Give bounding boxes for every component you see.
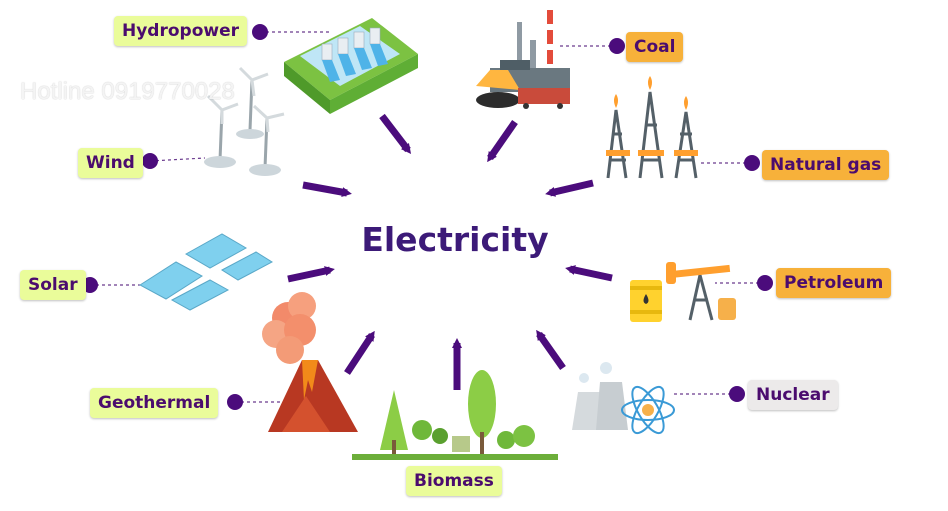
coal-dot — [609, 38, 625, 54]
label-solar: Solar — [20, 270, 86, 300]
solar-dot — [82, 277, 98, 293]
center-title: Electricity — [361, 220, 549, 259]
wind-turbine-icon — [204, 66, 285, 176]
label-wind: Wind — [78, 148, 143, 178]
geothermal-dot — [227, 394, 243, 410]
arrows — [287, 113, 613, 390]
solar-panel-icon — [139, 233, 274, 311]
volcano-icon — [262, 292, 358, 432]
arrow-nuclear — [536, 329, 566, 371]
arrow-coal — [487, 120, 518, 163]
wind-dot — [142, 153, 158, 169]
petroleum-dot — [757, 275, 773, 291]
label-natural-gas: Natural gas — [762, 150, 890, 180]
arrow-hydropower — [379, 113, 412, 154]
dam-icon — [284, 18, 418, 114]
gas-rig-icon — [606, 76, 698, 179]
label-petroleum: Petroleum — [776, 268, 892, 298]
arrow-solar — [287, 266, 335, 283]
arrow-geothermal — [344, 330, 375, 375]
connector-dots — [82, 24, 773, 410]
smudge-overlay — [692, 420, 922, 452]
oil-pump-icon — [630, 262, 736, 322]
wind-connector — [149, 157, 206, 162]
arrow-petroleum — [565, 265, 613, 282]
trees-icon — [352, 370, 558, 460]
connector-lines — [90, 31, 765, 403]
watermark-text: Hotline 0919770028 — [20, 78, 235, 105]
arrow-wind — [302, 181, 352, 198]
coal-plant-icon — [476, 10, 570, 109]
label-coal: Coal — [626, 32, 684, 62]
arrow-natural-gas — [545, 179, 594, 197]
nuclear-plant-icon — [572, 362, 675, 435]
label-geothermal: Geothermal — [90, 388, 219, 418]
nuclear-dot — [729, 386, 745, 402]
label-biomass: Biomass — [406, 466, 502, 496]
hydropower-dot — [252, 24, 268, 40]
natural-gas-dot — [744, 155, 760, 171]
label-hydropower: Hydropower — [114, 16, 248, 46]
label-nuclear: Nuclear — [748, 380, 838, 410]
